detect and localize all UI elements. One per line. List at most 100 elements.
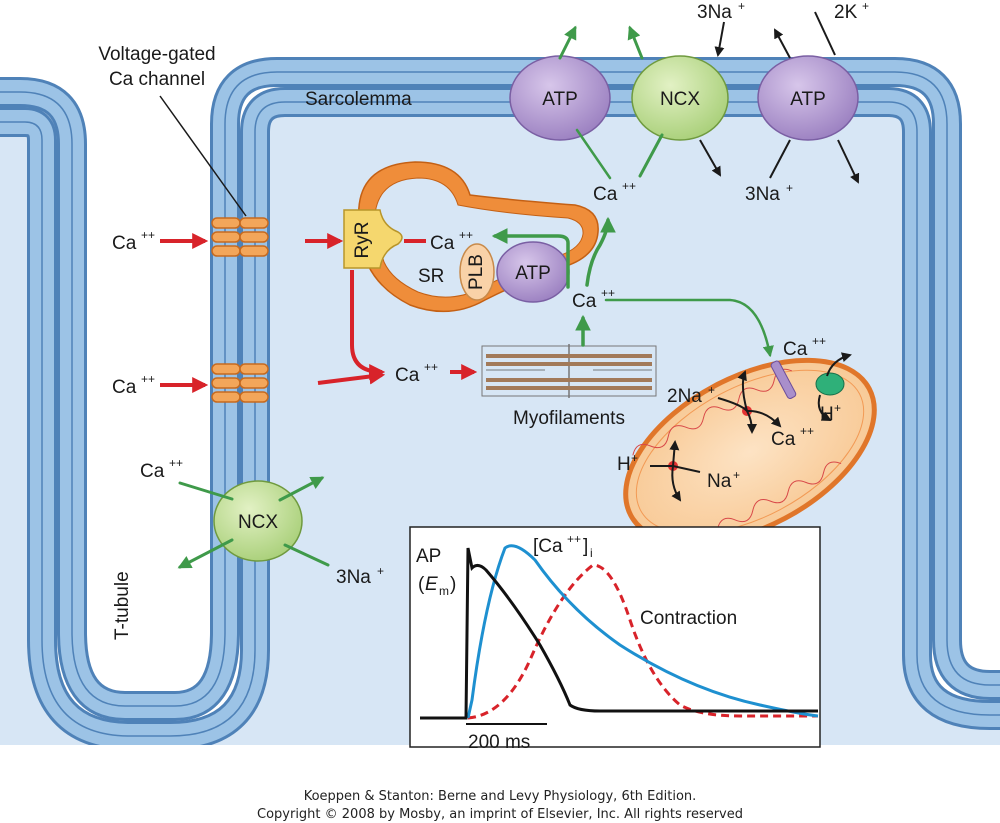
svg-text:): ) xyxy=(450,574,456,595)
channel-leader-line xyxy=(159,95,247,217)
sarcolemma-inner-line xyxy=(0,101,1000,737)
myofilaments-label: Myofilaments xyxy=(513,408,625,429)
svg-text:3Na: 3Na xyxy=(745,184,780,205)
svg-text:3Na: 3Na xyxy=(336,567,371,588)
plb xyxy=(459,243,495,301)
h-mito-right: H + xyxy=(820,401,841,425)
credit-line-1: Koeppen & Stanton: Berne and Levy Physio… xyxy=(304,789,697,804)
bottom-white xyxy=(0,745,1000,823)
sarcolemma-label: Sarcolemma xyxy=(305,89,412,110)
na-mito: Na + xyxy=(707,468,740,492)
voltage-gated-channel-upper xyxy=(211,217,269,257)
trace-calcium xyxy=(466,544,819,719)
ttubule-lumen xyxy=(87,140,210,690)
svg-text:E: E xyxy=(425,574,438,595)
three-na-top-1: 3Na + xyxy=(697,0,745,23)
svg-text:Ca: Ca xyxy=(112,233,137,254)
svg-text:++: ++ xyxy=(800,424,814,438)
svg-text:Ca: Ca xyxy=(771,429,796,450)
svg-text:+: + xyxy=(377,564,384,578)
scale-label: 200 ms xyxy=(468,732,530,753)
top-ncx-label: NCX xyxy=(660,89,700,110)
trace-ap xyxy=(420,547,818,720)
ryr-receptor xyxy=(343,209,403,269)
svg-text:m: m xyxy=(439,584,449,598)
svg-text:H: H xyxy=(617,454,631,475)
credit-line-2: Copyright © 2008 by Mosby, an imprint of… xyxy=(257,807,743,822)
ca-myofilament-entry: Ca ++ xyxy=(395,360,438,386)
svg-text:Ca: Ca xyxy=(783,339,808,360)
sr-label: SR xyxy=(418,266,444,287)
svg-text:3Na: 3Na xyxy=(697,2,732,23)
svg-text:]: ] xyxy=(583,536,588,557)
sr-inner xyxy=(374,177,584,298)
ca-outside-lower: Ca ++ xyxy=(112,372,155,398)
svg-text:++: ++ xyxy=(141,372,155,386)
sr-atp-label: ATP xyxy=(515,263,551,284)
top-atp-left-label: ATP xyxy=(542,89,578,110)
svg-text:++: ++ xyxy=(141,228,155,242)
sarcolemma-center-line xyxy=(0,71,1000,707)
credit: Koeppen & Stanton: Berne and Levy Physio… xyxy=(257,789,743,822)
ca-ttubule: Ca ++ xyxy=(140,456,183,482)
ca-i-label: [Ca ++ ] i xyxy=(533,532,593,560)
ap-label: AP xyxy=(416,546,441,567)
top-atp-right xyxy=(757,55,859,141)
three-na-top-2: 3Na + xyxy=(745,181,793,205)
red-arrows xyxy=(160,233,478,393)
two-k-top: 2K + xyxy=(834,0,869,23)
svg-text:+: + xyxy=(708,383,715,397)
top-ncx xyxy=(631,55,729,141)
svg-text:++: ++ xyxy=(622,179,636,193)
svg-text:+: + xyxy=(733,468,740,482)
svg-text:++: ++ xyxy=(169,456,183,470)
svg-text:2K: 2K xyxy=(834,2,858,23)
ca-cytosol-center: Ca ++ xyxy=(572,286,615,312)
top-atp-right-label: ATP xyxy=(790,89,826,110)
svg-text:++: ++ xyxy=(459,228,473,242)
svg-text:(: ( xyxy=(418,574,425,595)
svg-text:+: + xyxy=(738,0,745,13)
svg-text:2Na: 2Na xyxy=(667,386,702,407)
mitochondrion xyxy=(623,357,877,549)
svg-text:+: + xyxy=(631,451,638,465)
svg-text:Ca: Ca xyxy=(430,233,455,254)
ap-graph: AP ( E m ) [Ca ++ ] i Contraction 200 ms xyxy=(409,526,821,753)
ca-sr: Ca ++ xyxy=(430,228,473,254)
svg-text:++: ++ xyxy=(812,334,826,348)
three-na-ttubule: 3Na + xyxy=(336,564,384,588)
ca-mito-top: Ca ++ xyxy=(783,334,826,360)
h-mito-left: H + xyxy=(617,451,638,475)
svg-text:Ca: Ca xyxy=(112,377,137,398)
voltage-gated-label-2: Ca channel xyxy=(109,69,205,90)
svg-text:Ca: Ca xyxy=(572,291,597,312)
svg-text:Ca: Ca xyxy=(140,461,165,482)
ttubule-ncx-label: NCX xyxy=(238,512,278,533)
em-label: ( E m ) xyxy=(418,574,456,598)
text-labels: Voltage-gated Ca channel Sarcolemma T-tu… xyxy=(98,0,869,640)
svg-text:++: ++ xyxy=(601,286,615,300)
ryr-label: RyR xyxy=(352,222,373,259)
voltage-gated-label-1: Voltage-gated xyxy=(98,44,215,65)
ca-top: Ca ++ xyxy=(593,179,636,205)
ca-mito-inner: Ca ++ xyxy=(771,424,814,450)
t-tubule-label: T-tubule xyxy=(112,571,133,640)
svg-text:+: + xyxy=(834,401,841,415)
svg-text:i: i xyxy=(590,546,593,560)
trace-contraction xyxy=(467,563,818,720)
svg-text:[Ca: [Ca xyxy=(533,536,563,557)
myofilaments xyxy=(481,344,657,398)
two-na-mito: 2Na + xyxy=(667,383,715,407)
green-arrows xyxy=(177,25,774,569)
svg-text:+: + xyxy=(786,181,793,195)
plb-label: PLB xyxy=(466,254,487,290)
svg-text:H: H xyxy=(820,404,834,425)
svg-text:Ca: Ca xyxy=(593,184,618,205)
contraction-label: Contraction xyxy=(640,608,737,629)
voltage-gated-channel-lower xyxy=(211,363,269,403)
svg-text:++: ++ xyxy=(567,532,581,546)
black-arrows xyxy=(650,11,860,502)
svg-text:Ca: Ca xyxy=(395,365,420,386)
ca-outside-upper: Ca ++ xyxy=(112,228,155,254)
